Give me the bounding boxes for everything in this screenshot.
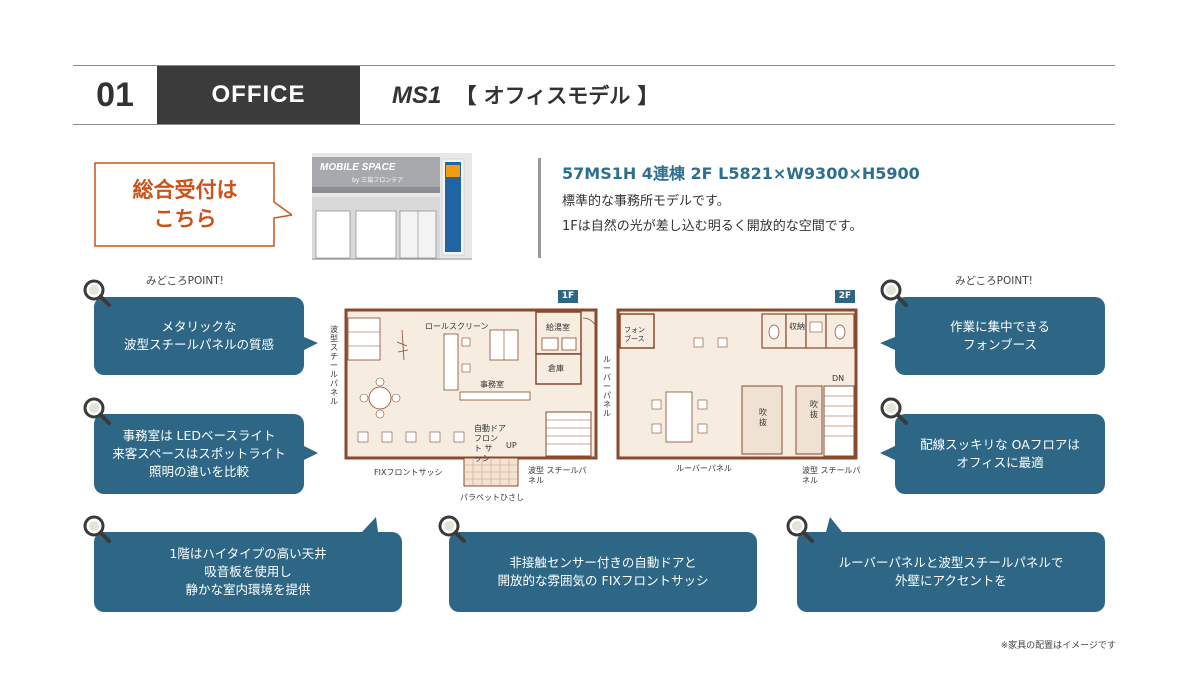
label-storage: 倉庫 [548, 364, 564, 373]
spec-desc-1: 標準的な事務所モデルです。 [562, 194, 730, 209]
point-label-right: みどころPOINT! [955, 275, 1033, 287]
bubble-wave-panel: メタリックな 波型スチールパネルの質感 [94, 297, 304, 375]
bubble-auto-door: 非接触センサー付きの自動ドアと 開放的な雰囲気の FIXフロントサッシ [449, 532, 757, 612]
bubble-text: メタリックな [161, 319, 237, 334]
magnifier-icon [83, 515, 111, 543]
bubble-phone-booth: 作業に集中できる フォンブース [895, 297, 1105, 375]
photo-sign-text: MOBILE SPACE [320, 162, 396, 173]
label-louver-bottom: ルーバーパネル [676, 464, 732, 473]
label-parapet: パラペットひさし [460, 493, 524, 502]
floorplan-2f [616, 308, 858, 460]
floor-tag-1f: 1F [558, 290, 578, 303]
bubble-text: 開放的な雰囲気の FIXフロントサッシ [497, 573, 709, 588]
magnifier-icon [786, 515, 814, 543]
bubble-ceiling: 1階はハイタイプの高い天井 吸音板を使用し 静かな室内環境を提供 [94, 532, 402, 612]
bubble-text: 照明の違いを比較 [148, 464, 249, 479]
bubble-text: フォンブース [962, 337, 1037, 352]
label-void-2: 吹抜 [810, 400, 818, 419]
spec-desc-2: 1Fは自然の光が差し込む明るく開放的な空間です。 [562, 219, 863, 234]
label-fix-sash: FIXフロントサッシ [374, 468, 443, 477]
label-void-1: 吹抜 [759, 408, 767, 427]
bubble-text: 吸音板を使用し [204, 564, 292, 579]
label-louver-side: ルーバーパネル [603, 355, 611, 418]
bubble-louver: ルーバーパネルと波型スチールパネルで 外壁にアクセントを [797, 532, 1105, 612]
header-top-rule [73, 65, 1115, 66]
label-wave-panel-2f: 波型 スチールパネル [802, 466, 861, 485]
reception-line-2: こちら [153, 207, 217, 231]
reception-text: 総合受付は こちら [96, 176, 274, 234]
label-wave-panel-bottom: 波型 スチールパネル [528, 466, 587, 485]
label-kitchen: 給湯室 [546, 323, 570, 332]
magnifier-icon [83, 279, 111, 307]
floor-tag-2f: 2F [835, 290, 855, 303]
bubble-text: 静かな室内環境を提供 [185, 582, 311, 597]
point-label-left: みどころPOINT! [146, 275, 224, 287]
label-auto-door: 自動ドア [474, 424, 506, 433]
floorplan-1f [344, 308, 598, 487]
bubble-text: 作業に集中できる [950, 319, 1050, 334]
bubble-oa-floor: 配線スッキリな OAフロアは オフィスに最適 [895, 414, 1105, 494]
bubble-text: ルーバーパネルと波型スチールパネルで [838, 555, 1064, 570]
model-name: 【 オフィスモデル 】 [455, 84, 659, 108]
model-title: MS1 【 オフィスモデル 】 [392, 80, 659, 110]
magnifier-icon [438, 515, 466, 543]
bubble-text: オフィスに最適 [956, 455, 1044, 470]
bubble-text: 波型スチールパネルの質感 [123, 337, 274, 352]
section-category: OFFICE [157, 66, 360, 124]
label-up: UP [506, 441, 517, 450]
magnifier-icon [880, 279, 908, 307]
building-photo: MOBILE SPACE by 三協フロンテア [312, 153, 472, 260]
footer-note: ※家具の配置はイメージです [1000, 641, 1116, 651]
magnifier-icon [83, 397, 111, 425]
reception-callout [94, 162, 292, 247]
section-number: 01 [96, 75, 134, 114]
bubble-text: 非接触センサー付きの自動ドアと [509, 555, 697, 570]
header-bottom-rule [73, 124, 1115, 125]
label-phone-booth: フォン ブース [624, 326, 645, 343]
bubble-text: 事務室は LEDベースライト [122, 428, 276, 443]
bubble-text: 来客スペースはスポットライト [112, 446, 286, 461]
label-office: 事務室 [480, 380, 504, 389]
bubble-text: 配線スッキリな OAフロアは [920, 437, 1080, 452]
label-front-sash: フロント サッシ [474, 434, 498, 463]
bubble-text: 外壁にアクセントを [895, 573, 1007, 588]
model-code: MS1 [392, 82, 442, 109]
reception-line-1: 総合受付は [132, 178, 238, 202]
magnifier-icon [880, 397, 908, 425]
label-roll-screen: ロールスクリーン [425, 322, 489, 331]
spec-title: 57MS1H 4連棟 2F L5821×W9300×H5900 [562, 164, 920, 183]
label-wave-panel-side: 波型スチールパネル [330, 325, 338, 406]
photo-sign-sub: by 三協フロンテア [352, 177, 404, 184]
spec-bar [538, 158, 541, 258]
bubble-text: 1階はハイタイプの高い天井 [169, 546, 327, 561]
bubble-lighting: 事務室は LEDベースライト 来客スペースはスポットライト 照明の違いを比較 [94, 414, 304, 494]
label-storage-2f: 収納 [789, 322, 805, 331]
label-dn: DN [832, 374, 845, 383]
